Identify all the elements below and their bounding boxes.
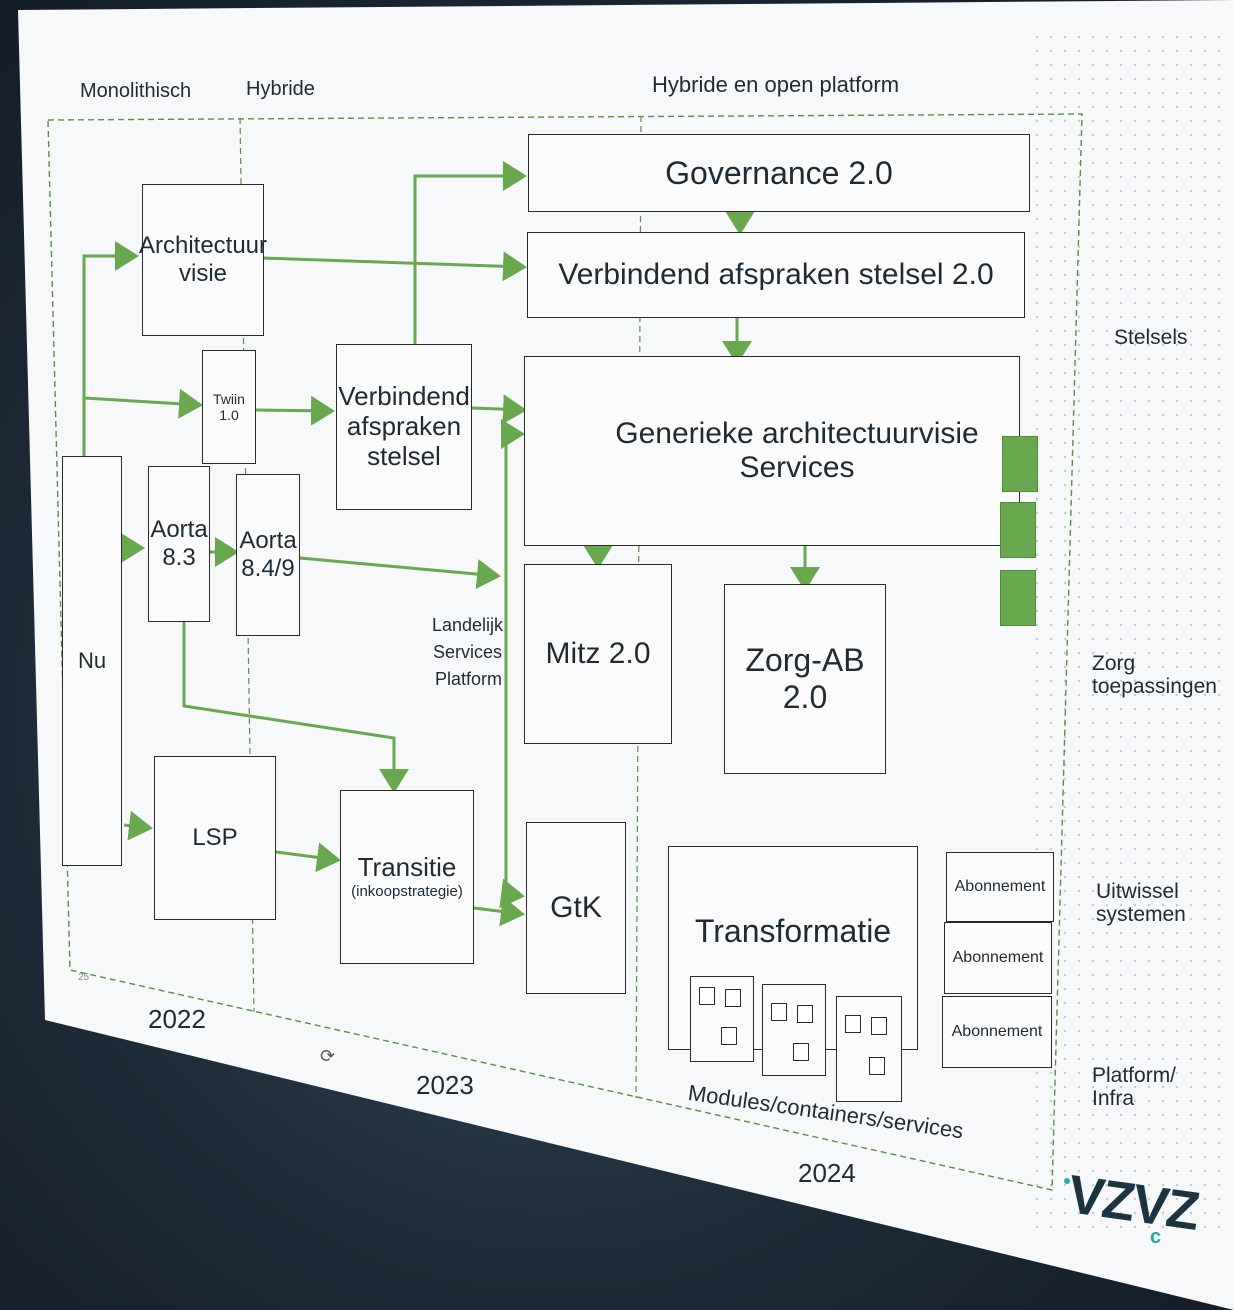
phase-hybrid: Hybride	[246, 78, 315, 100]
arrow-twiin-verbindend	[253, 395, 335, 426]
box-nu: Nu	[62, 456, 122, 866]
module-cell	[699, 987, 715, 1005]
landelijk-label: Landelijk Services Platform	[432, 615, 504, 689]
box-mitz: Mitz 2.0	[524, 564, 672, 744]
phase-monolithic: Monolithisch	[80, 80, 192, 102]
page-number: 25	[78, 972, 90, 983]
box-architectuur-visie: Architectuur visie	[139, 184, 267, 336]
module-cell	[869, 1057, 885, 1075]
box-aorta-8-4-9: Aorta 8.4/9	[236, 474, 300, 636]
arrow-architectuur-verbindend2	[261, 251, 527, 282]
arrow-lsp-transitie	[275, 842, 341, 873]
module-cell	[721, 1027, 737, 1045]
arrow-landelijk-generieke	[501, 419, 525, 894]
box-verbindend-2: Verbindend afspraken stelsel 2.0	[527, 232, 1025, 318]
box-lsp: LSP	[154, 756, 276, 920]
transitie-subtitle: (inkoopstrategie)	[351, 883, 463, 901]
dot-pattern	[1030, 30, 1230, 1230]
year-2023: 2023	[416, 1070, 474, 1100]
phase-open-platform: Hybride en open platform	[652, 72, 900, 97]
arrow-nu-architectuur	[82, 241, 139, 456]
module-cell	[725, 989, 741, 1007]
box-verbindend: Verbindend afspraken stelsel	[336, 344, 472, 510]
arrow-landelijk-gtk	[499, 878, 525, 909]
logo-dot	[1064, 1178, 1070, 1184]
module-cell	[845, 1015, 861, 1033]
box-transitie: Transitie (inkoopstrategie)	[340, 790, 474, 964]
arrow-verbindend-governance	[413, 161, 527, 346]
year-2022: 2022	[148, 1004, 206, 1034]
box-abonnement-3: Abonnement	[942, 996, 1052, 1068]
layer-zorg: Zorg toepassingen	[1092, 652, 1217, 699]
arrow-aorta849-mitz	[299, 556, 501, 590]
module-container-1	[690, 976, 754, 1062]
arrow-aorta83-transitie	[182, 620, 409, 793]
box-abonnement-2: Abonnement	[944, 922, 1052, 994]
year-2024: 2024	[798, 1158, 856, 1188]
arrow-verbindend-generieke	[471, 394, 527, 425]
module-cell	[793, 1043, 809, 1061]
arrow-nu-twiin	[83, 388, 203, 419]
layer-uitwissel: Uitwissel systemen	[1096, 880, 1186, 927]
box-governance: Governance 2.0	[528, 134, 1030, 212]
layer-stelsels: Stelsels	[1114, 326, 1188, 349]
service-tab-2	[1000, 502, 1036, 558]
box-gtk: GtK	[526, 822, 626, 994]
box-generieke-services: Generieke architectuurvisie Services	[524, 356, 1020, 546]
box-aorta-8-3: Aorta 8.3	[148, 466, 210, 622]
box-abonnement-1: Abonnement	[946, 852, 1054, 922]
box-zorg-ab: Zorg-AB 2.0	[724, 584, 886, 774]
service-tab-3	[1000, 570, 1036, 626]
transitie-title: Transitie	[357, 852, 457, 883]
logo-suffix: c	[1150, 1226, 1162, 1248]
arrow-nu-lsp	[123, 810, 153, 841]
arrow-transitie-gtk	[473, 896, 525, 927]
refresh-icon: ⟳	[320, 1046, 336, 1066]
module-cell	[771, 1003, 787, 1021]
service-tab-1	[1002, 436, 1038, 492]
module-cell	[871, 1017, 887, 1035]
module-cell	[797, 1005, 813, 1023]
box-twiin: Twiin 1.0	[202, 350, 256, 464]
module-container-3	[836, 996, 902, 1102]
module-container-2	[762, 984, 826, 1076]
layer-platform: Platform/ Infra	[1092, 1064, 1177, 1111]
